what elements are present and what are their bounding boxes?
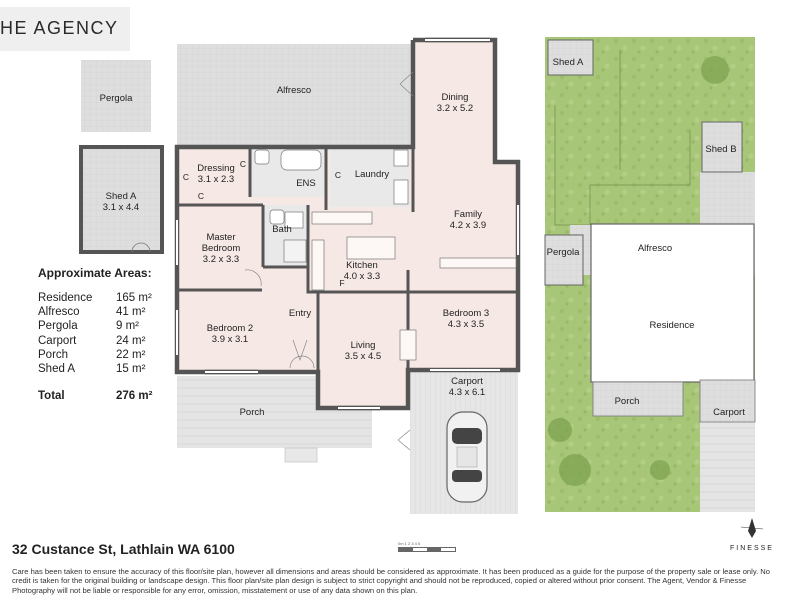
site-label-pergola: Pergola bbox=[547, 247, 580, 258]
size-living: 3.5 x 4.5 bbox=[345, 351, 381, 362]
site-label-residence: Residence bbox=[650, 320, 695, 331]
areas-row: Porch 22 m² bbox=[38, 349, 168, 363]
size-bedroom-3: 4.3 x 3.5 bbox=[448, 319, 484, 330]
closet-label: C bbox=[335, 170, 341, 180]
disclaimer-text: Care has been taken to ensure the accura… bbox=[12, 567, 771, 595]
area-value: 41 m² bbox=[116, 306, 146, 319]
door-swings bbox=[244, 71, 414, 451]
areas-row: Pergola 9 m² bbox=[38, 320, 168, 334]
label-entry: Entry bbox=[289, 308, 311, 319]
label-carport: Carport bbox=[451, 376, 483, 387]
scale-graphic bbox=[398, 547, 456, 552]
area-value: 24 m² bbox=[116, 334, 146, 347]
label-bedroom-3: Bedroom 3 bbox=[443, 308, 489, 319]
area-label: Alfresco bbox=[38, 306, 80, 319]
label-laundry: Laundry bbox=[355, 169, 390, 180]
pergola-area bbox=[81, 60, 151, 132]
site-label-porch: Porch bbox=[615, 396, 640, 407]
areas-row: Alfresco 41 m² bbox=[38, 306, 168, 320]
closet-label: C bbox=[198, 191, 204, 201]
size-family: 4.2 x 3.9 bbox=[450, 220, 486, 231]
property-address: 32 Custance St, Lathlain WA 6100 bbox=[12, 541, 235, 557]
porch-steps bbox=[284, 447, 318, 463]
site-carport bbox=[699, 379, 756, 423]
site-driveway bbox=[700, 420, 755, 512]
closet-label: C bbox=[183, 172, 189, 182]
logo-text: HE AGENCY bbox=[0, 18, 119, 38]
shed-a-door bbox=[131, 242, 151, 253]
area-value: 165 m² bbox=[116, 292, 152, 304]
site-shed-b bbox=[701, 121, 743, 173]
areas-row: Shed A 15 m² bbox=[38, 363, 168, 377]
site-pergola bbox=[544, 234, 584, 286]
size-kitchen: 4.0 x 3.3 bbox=[344, 271, 380, 282]
windows bbox=[176, 39, 519, 409]
label-ens: ENS bbox=[296, 178, 316, 189]
label-alfresco: Alfresco bbox=[277, 85, 311, 96]
label-dining: Dining bbox=[442, 92, 469, 103]
site-label-shed-b: Shed B bbox=[705, 144, 736, 155]
areas-row: Carport 24 m² bbox=[38, 335, 168, 349]
closet-label: C bbox=[240, 159, 246, 169]
site-label-shed-a: Shed A bbox=[553, 57, 584, 68]
site-trees bbox=[548, 56, 729, 486]
area-label: Pergola bbox=[38, 320, 78, 333]
scale-bar: 0m 1 2 3 4 5 bbox=[398, 541, 456, 552]
walls bbox=[174, 37, 521, 411]
area-label: Carport bbox=[38, 334, 77, 347]
size-dressing: 3.1 x 2.3 bbox=[198, 174, 234, 185]
label-living: Living bbox=[351, 340, 376, 351]
areas-row: Residence 165 m² bbox=[38, 292, 168, 306]
area-label: Shed A bbox=[38, 362, 76, 375]
area-label: Porch bbox=[38, 348, 69, 361]
finesse-logo: FINESSE bbox=[722, 517, 782, 552]
fixtures bbox=[254, 149, 517, 361]
label-pergola: Pergola bbox=[100, 93, 133, 104]
agency-logo: HE AGENCY bbox=[0, 7, 130, 51]
window-frames bbox=[205, 37, 490, 411]
site-shed-a bbox=[547, 39, 594, 76]
label-bath: Bath bbox=[272, 224, 292, 235]
size-shed-a: 3.1 x 4.4 bbox=[103, 202, 139, 213]
areas-total: Total 276 m² bbox=[38, 390, 168, 402]
label-dressing: Dressing bbox=[197, 163, 235, 174]
area-label: Residence bbox=[38, 292, 93, 304]
label-family: Family bbox=[454, 209, 482, 220]
shed-a-area bbox=[79, 145, 164, 254]
interior-walls bbox=[177, 147, 518, 372]
site-garden-path bbox=[554, 50, 691, 226]
label-bedroom-2: Bedroom 2 bbox=[207, 323, 253, 334]
size-carport: 4.3 x 6.1 bbox=[449, 387, 485, 398]
approximate-areas-table: Approximate Areas: Residence 165 m² Alfre… bbox=[38, 266, 168, 402]
area-value: 9 m² bbox=[116, 320, 139, 333]
label-kitchen: Kitchen bbox=[346, 260, 378, 271]
site-side-path bbox=[700, 172, 755, 227]
site-porch bbox=[592, 381, 684, 417]
label-porch: Porch bbox=[240, 407, 265, 418]
area-value: 22 m² bbox=[116, 348, 146, 361]
compass-icon bbox=[740, 518, 764, 538]
scale-text: 0m 1 2 3 4 5 bbox=[398, 541, 421, 546]
label-master-1: Master bbox=[206, 232, 235, 243]
label-shed-a: Shed A bbox=[106, 191, 137, 202]
area-value: 15 m² bbox=[116, 362, 146, 375]
areas-title: Approximate Areas: bbox=[38, 266, 152, 280]
site-residence bbox=[590, 223, 755, 383]
size-dining: 3.2 x 5.2 bbox=[437, 103, 473, 114]
alfresco-area bbox=[177, 44, 413, 147]
size-master: 3.2 x 3.3 bbox=[203, 254, 239, 265]
total-value: 276 m² bbox=[116, 390, 153, 403]
car bbox=[446, 411, 488, 503]
total-label: Total bbox=[38, 390, 65, 403]
size-bedroom-2: 3.9 x 3.1 bbox=[212, 334, 248, 345]
fridge-label: F bbox=[339, 278, 344, 288]
finesse-wordmark: FINESSE bbox=[730, 545, 774, 552]
site-label-alfresco: Alfresco bbox=[638, 243, 672, 254]
site-label-carport: Carport bbox=[713, 407, 745, 418]
label-master-2: Bedroom bbox=[202, 243, 241, 254]
